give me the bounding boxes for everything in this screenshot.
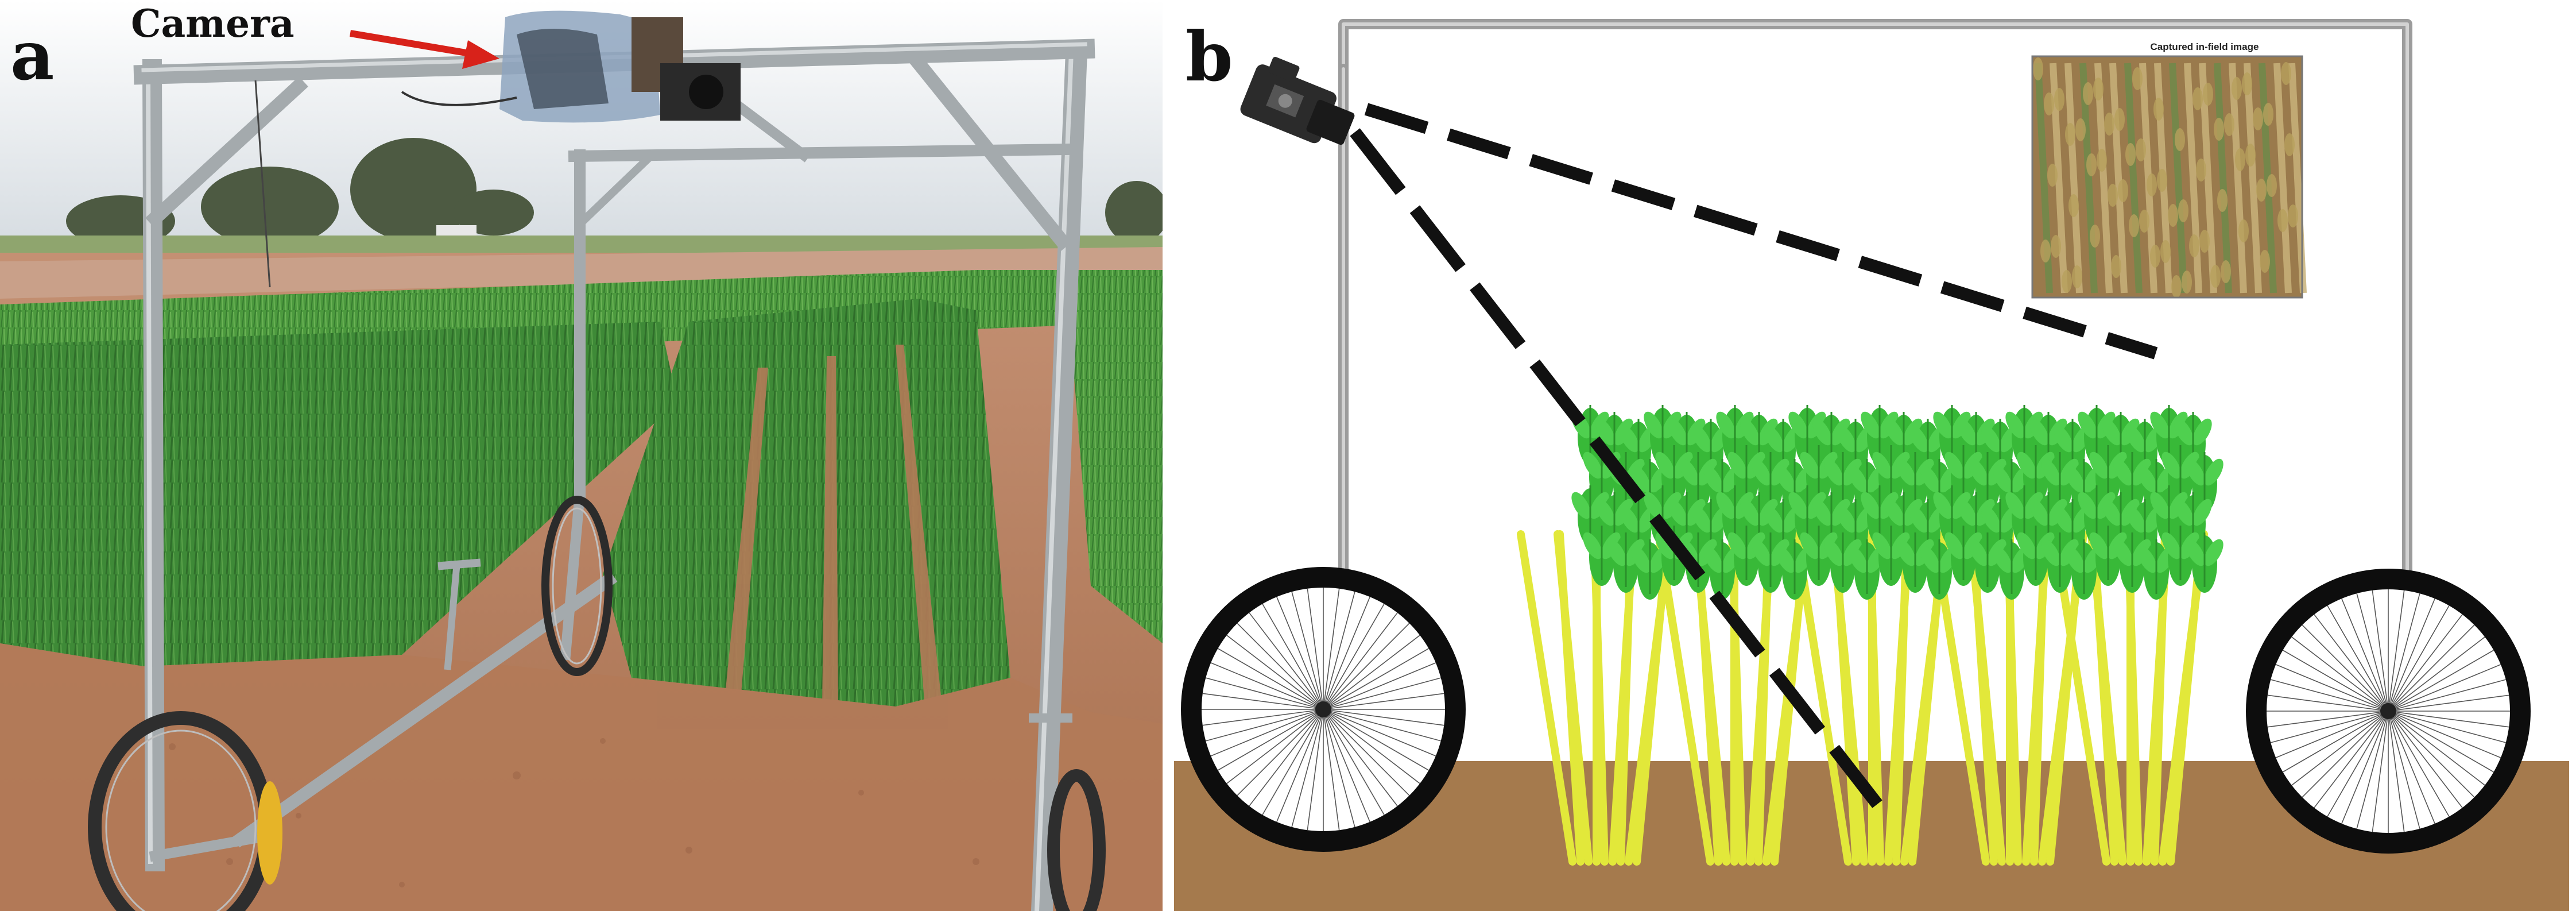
soil-texture — [169, 738, 979, 887]
diagram-panel-b: b — [1168, 0, 2576, 911]
camera-icon — [499, 10, 741, 123]
field-photo — [0, 0, 1163, 911]
camera-icon — [1240, 57, 1355, 145]
panel-label-b: b — [1186, 17, 1233, 96]
field-of-view-lines — [1350, 103, 2158, 808]
rig-diagram — [1168, 0, 2576, 911]
captured-image-inset — [2031, 55, 2307, 299]
crop-plot-right — [1068, 293, 1163, 643]
hanging-wire — [254, 80, 271, 288]
camera-label: Camera — [131, 1, 295, 46]
wheel-icon — [541, 496, 613, 676]
photo-panel-a: a Camera — [0, 0, 1163, 911]
camera-cable — [401, 91, 517, 106]
wheel-icon — [2246, 569, 2531, 854]
panel-label-a: a — [10, 16, 55, 95]
wheel-icon — [1047, 769, 1106, 911]
inset-caption: Captured in-field image — [2150, 41, 2259, 52]
wheel-icon — [88, 711, 282, 911]
crop-plot-left — [0, 322, 677, 666]
camera-arrow — [350, 30, 499, 69]
soil-rows — [0, 345, 1163, 911]
wheel-icon — [1181, 567, 1466, 852]
